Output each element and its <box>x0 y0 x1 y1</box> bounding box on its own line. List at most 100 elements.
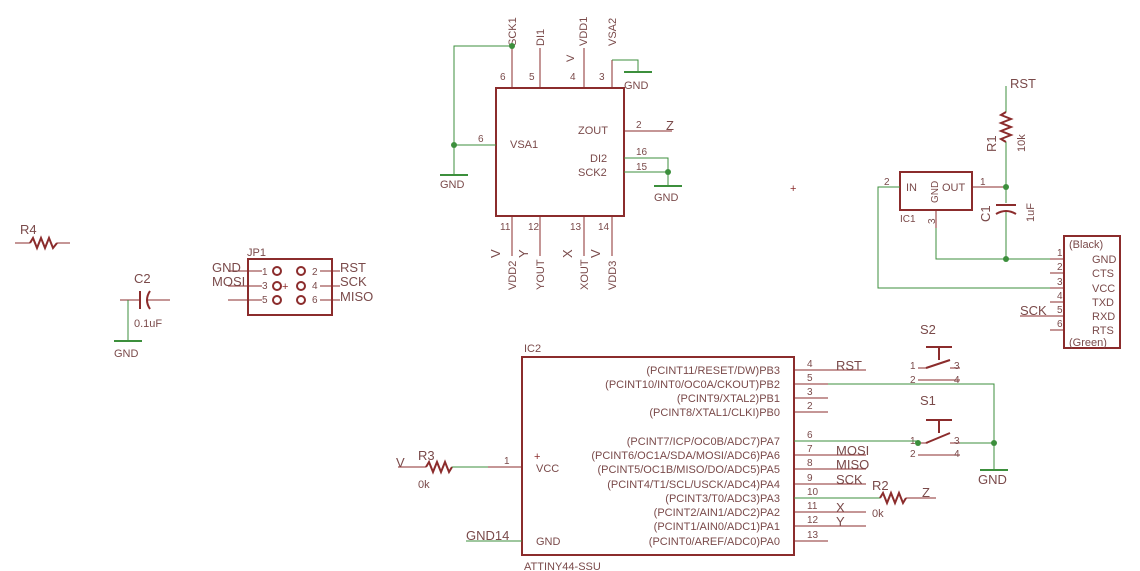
ic2-net-label: SCK <box>836 472 863 487</box>
s2-pin-1: 1 <box>910 361 916 372</box>
r2-net: Z <box>922 485 930 500</box>
accel-top-num-6: 6 <box>500 72 506 83</box>
ic2-net-label: RST <box>836 358 862 373</box>
ic2-pin-num: 2 <box>807 401 813 412</box>
gnd-right-label: GND <box>978 472 1007 487</box>
s2-pin-4: 4 <box>954 375 960 386</box>
ic2-net-label: Y <box>836 514 845 529</box>
ic2-pin-num: 9 <box>807 473 813 484</box>
ic2-net-label: X <box>836 500 845 515</box>
ftdi-net-sck: SCK <box>1020 303 1047 318</box>
jp1-pin-3: 3 <box>262 281 268 292</box>
resistor-r1[interactable]: RST R1 10k <box>984 76 1036 187</box>
accel-bot-net-x: X <box>560 249 575 258</box>
ic2-pin-label: (PCINT3/T0/ADC3)PA3 <box>665 493 780 505</box>
accel-right-num-2: 2 <box>636 120 642 131</box>
accel-right-label-sck2: SCK2 <box>578 167 607 179</box>
resistor-r2[interactable]: R2 0k Z <box>794 478 936 520</box>
ic2-pin-num: 7 <box>807 444 813 455</box>
ic2-vcc-num: 1 <box>504 456 510 467</box>
r1-value: 10k <box>1016 134 1028 152</box>
ftdi-num-3: 3 <box>1057 277 1063 288</box>
accel-top-num-5: 5 <box>529 72 535 83</box>
ic2-net-label: MOSI <box>836 443 869 458</box>
switch-s1[interactable]: S1 1 3 2 4 <box>910 393 960 460</box>
accel-gnd-left: GND <box>440 179 465 191</box>
accel-gnd-top: GND <box>624 80 649 92</box>
ic1-pin-1: 1 <box>980 177 986 188</box>
jp1-name: JP1 <box>247 247 266 259</box>
ic1-name: IC1 <box>900 214 916 225</box>
c1-name: C1 <box>978 205 993 222</box>
ic2-pin-label: (PCINT5/OC1B/MISO/DO/ADC5)PA5 <box>597 464 780 476</box>
accel-left-num: 6 <box>478 134 484 145</box>
ic2-gnd-net: GND14 <box>466 528 509 543</box>
accel-bot-num-13: 13 <box>570 222 582 233</box>
resistor-r4[interactable]: R4 <box>15 222 70 251</box>
ftdi-pin-rts: RTS <box>1092 325 1114 337</box>
ic2-pin-num: 11 <box>807 501 818 512</box>
ic2-pin-label: (PCINT11/RESET/DW)PB3 <box>646 365 780 377</box>
r3-net: V <box>396 455 405 470</box>
accel-right-num-16: 16 <box>636 147 648 158</box>
ic2-gnd: GND <box>536 536 561 548</box>
ftdi-connector[interactable]: (Black) (Green) 1 2 3 4 5 6 GND CTS VCC … <box>1020 235 1121 349</box>
accel-net-z: Z <box>666 118 674 133</box>
ic2-pin-label: (PCINT1/AIN0/ADC1)PA1 <box>654 521 780 533</box>
accel-right-label-di2: DI2 <box>590 153 607 165</box>
accel-bot-num-11: 11 <box>500 222 511 233</box>
ic1-gnd: GND <box>930 181 941 203</box>
accel-vdd1-net: V <box>565 54 577 62</box>
ic2-part: ATTINY44-SSU <box>524 561 601 571</box>
ic2-pin-label: (PCINT4/T1/SCL/USCK/ADC4)PA4 <box>607 479 780 491</box>
r3-value: 0k <box>418 479 430 491</box>
ic2-pin-label: (PCINT8/XTAL1/CLKI)PB0 <box>649 407 780 419</box>
ic2-pin-num: 8 <box>807 458 813 469</box>
microcontroller-ic2[interactable]: IC2 ATTINY44-SSU VCC + GND 1 GND14 (PCIN… <box>466 343 869 571</box>
ic1-pin-2: 2 <box>884 177 890 188</box>
switch-s2[interactable]: S2 1 3 2 4 <box>910 322 960 386</box>
r2-name: R2 <box>872 478 889 493</box>
accel-right-num-15: 15 <box>636 162 648 173</box>
header-jp1[interactable]: JP1 1 2 3 4 5 6 GND MOSI RST SCK MISO + <box>212 247 373 316</box>
capacitor-c2[interactable]: C2 0.1uF GND <box>114 271 170 360</box>
jp1-net-gnd: GND <box>212 260 241 275</box>
jp1-net-miso: MISO <box>340 289 373 304</box>
accelerometer-vsa1[interactable]: VSA1 SCK1 DI1 VDD1 VSA2 V 6 5 4 3 GND 6 … <box>440 17 682 290</box>
ic2-pin-label: (PCINT9/XTAL2)PB1 <box>677 393 780 405</box>
c2-value: 0.1uF <box>134 318 162 330</box>
accel-bot-num-14: 14 <box>598 222 610 233</box>
ftdi-num-6: 6 <box>1057 319 1063 330</box>
s1-pin-3: 3 <box>954 436 960 447</box>
ic2-pin-label: (PCINT6/OC1A/SDA/MOSI/ADC6)PA6 <box>591 450 780 462</box>
ftdi-num-4: 4 <box>1057 291 1063 302</box>
origin-mark: + <box>790 183 796 195</box>
accel-right-label-zout: ZOUT <box>578 125 608 137</box>
ic2-pin-num: 6 <box>807 430 813 441</box>
ic2-pin-num: 12 <box>807 515 819 526</box>
accel-top-net-vsa2: VSA2 <box>607 18 619 46</box>
ic2-pin-num: 3 <box>807 387 813 398</box>
ftdi-num-2: 2 <box>1057 262 1063 273</box>
ic1-out: OUT <box>942 182 966 194</box>
accel-name: VSA1 <box>510 139 538 151</box>
ic1-in: IN <box>906 182 917 194</box>
c1-value: 1uF <box>1025 203 1037 222</box>
capacitor-c1[interactable]: C1 1uF <box>978 187 1037 259</box>
ftdi-pin-rxd: RXD <box>1092 311 1115 323</box>
ftdi-num-1: 1 <box>1057 248 1063 259</box>
jp1-origin-mark: + <box>282 281 288 293</box>
regulator-ic1[interactable]: IN OUT GND IC1 2 3 1 <box>877 171 1062 289</box>
s1-pin-4: 4 <box>954 449 960 460</box>
accel-bot-pin-vdd3: VDD3 <box>607 261 619 290</box>
jp1-pin-4: 4 <box>312 281 318 292</box>
jp1-pin-5: 5 <box>262 295 268 306</box>
ic2-pin-num: 10 <box>807 487 819 498</box>
pb2-ground-wire <box>794 383 995 470</box>
resistor-r3[interactable]: V R3 0k <box>396 448 488 491</box>
ic2-pin-label: (PCINT10/INT0/OC0A/CKOUT)PB2 <box>605 379 780 391</box>
ftdi-pin-gnd: GND <box>1092 254 1117 266</box>
ic1-pin-3: 3 <box>927 218 938 224</box>
accel-top-net-vdd1: VDD1 <box>578 17 590 46</box>
